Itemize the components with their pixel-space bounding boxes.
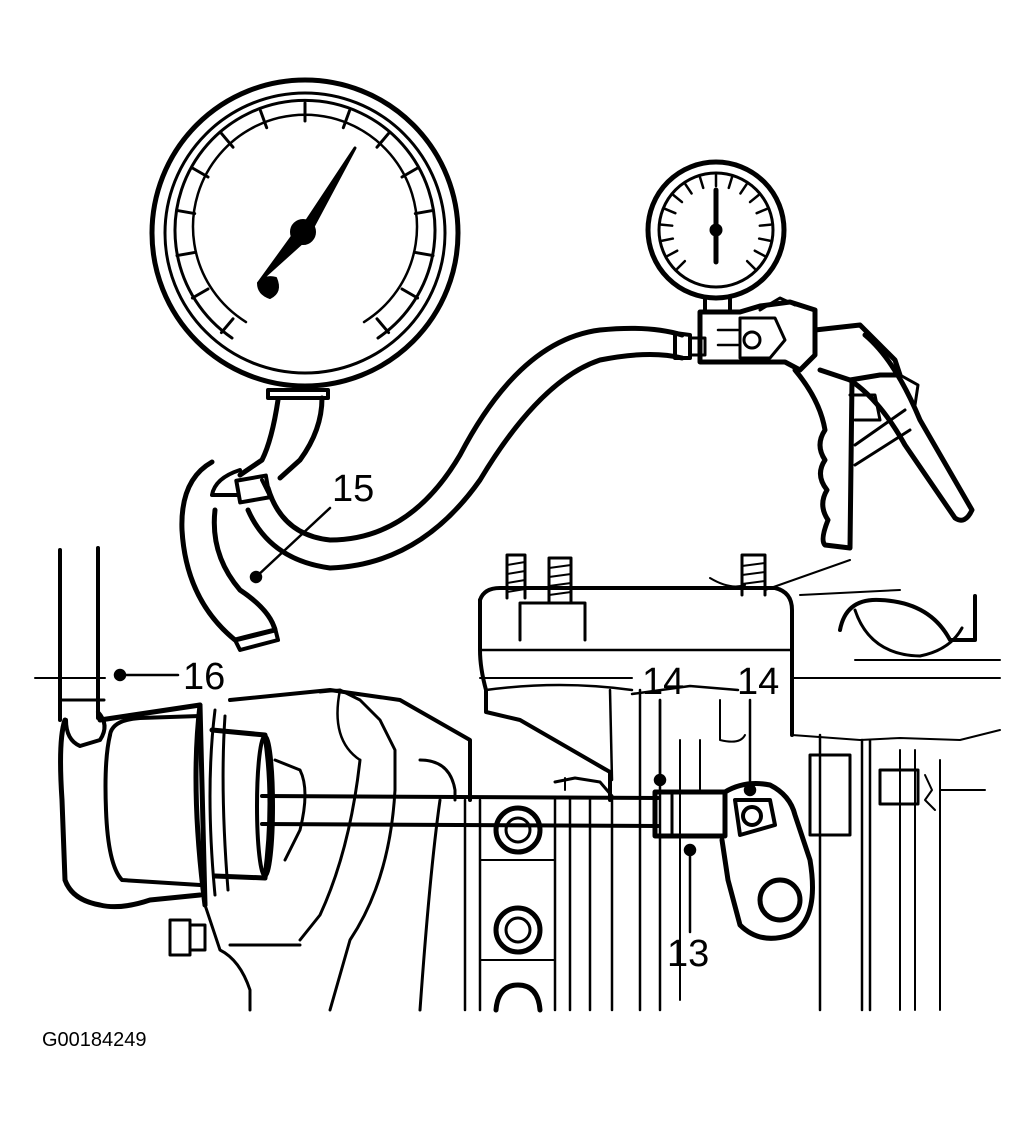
gauge-tick <box>677 261 685 269</box>
gauge-tick <box>402 168 418 177</box>
gauge-tick <box>685 184 691 193</box>
callout-15: 15 <box>332 468 375 510</box>
gauge-tick <box>662 239 673 241</box>
gauge-tick <box>755 251 765 256</box>
gauge-tick <box>415 210 433 213</box>
gauge-tick <box>665 209 675 213</box>
gauge-tick <box>729 177 732 188</box>
callout-leaders <box>115 508 755 932</box>
gauge-tick <box>192 168 208 177</box>
figure-id: G00184249 <box>42 1029 147 1051</box>
gauge-tick <box>377 319 389 333</box>
gauge-tick <box>415 252 433 255</box>
boost-gauge-large <box>152 80 458 386</box>
gauge-tick <box>667 251 677 256</box>
gauge-tick <box>740 184 746 193</box>
gauge-tick <box>661 225 672 226</box>
gauge-tick <box>673 195 682 202</box>
gauge-tick <box>377 133 389 147</box>
wastegate-lever <box>722 784 813 939</box>
gauge-tick <box>759 239 770 241</box>
hand-vacuum-pump <box>648 162 972 548</box>
callout-16: 16 <box>183 656 226 698</box>
gauge-tick <box>343 111 349 128</box>
gauge-tick <box>261 111 267 128</box>
gauge-tick <box>760 225 771 226</box>
pressure-hose <box>182 328 705 650</box>
gauge-tick <box>757 209 767 213</box>
gauge-tick <box>750 195 759 202</box>
engine-block <box>35 548 1000 1010</box>
callout-13: 13 <box>667 933 710 975</box>
actuator-rod <box>262 778 725 836</box>
gauge-tick <box>177 210 195 213</box>
vacuum-actuator <box>61 690 470 1010</box>
gauge-tick <box>192 289 208 298</box>
gauge-tick <box>177 252 195 255</box>
gauge-tick <box>700 177 703 188</box>
callout-14-right: 14 <box>737 661 780 703</box>
callout-14-left: 14 <box>642 661 685 703</box>
gauge-tick <box>221 133 233 147</box>
gauge-tick <box>747 261 755 269</box>
gauge-tick <box>221 319 233 333</box>
gauge-tick <box>402 289 418 298</box>
